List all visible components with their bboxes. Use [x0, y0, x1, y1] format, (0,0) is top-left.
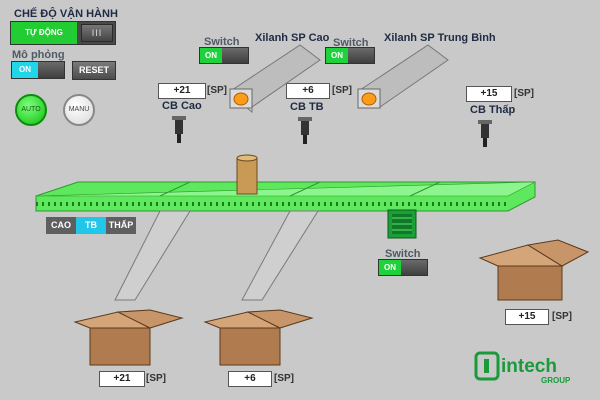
- sensor-low-label: CB Thấp: [470, 104, 516, 116]
- sensor-high-count: +21: [158, 83, 206, 99]
- box-high-icon: [73, 309, 184, 366]
- auto-button[interactable]: AUTO: [15, 94, 47, 126]
- box-mid-icon: [203, 309, 314, 366]
- chute-mid: [241, 210, 319, 301]
- product-item: [236, 154, 258, 195]
- motor-switch-title: Switch: [385, 248, 421, 260]
- manu-button[interactable]: MANU: [63, 94, 95, 126]
- logo-name: intech: [501, 356, 557, 377]
- mode-title: CHẾ ĐỘ VẬN HÀNH: [14, 8, 118, 20]
- cyl-high-switch[interactable]: ON: [199, 47, 249, 64]
- cyl-mid-switch-state: ON: [326, 48, 348, 63]
- bin-mid-unit: [SP]: [274, 373, 294, 384]
- cyl-mid-label: Xilanh SP Trung Bình: [384, 32, 496, 44]
- tab-thap[interactable]: THẤP: [106, 217, 136, 234]
- tab-tb[interactable]: TB: [76, 217, 106, 234]
- bin-low-unit: [SP]: [552, 311, 572, 322]
- sensor-high-label: CB Cao: [162, 100, 202, 112]
- sim-state: ON: [12, 62, 38, 78]
- sensor-low-icon: [478, 120, 492, 147]
- sensor-low-unit: [SP]: [514, 88, 534, 99]
- cyl-high-switch-state: ON: [200, 48, 222, 63]
- sensor-mid-icon: [298, 117, 312, 144]
- cylinder-mid-piston-icon: [361, 92, 377, 106]
- bin-high-count: +21: [99, 371, 145, 387]
- sim-toggle[interactable]: ON: [11, 61, 65, 79]
- reset-button[interactable]: RESET: [72, 61, 116, 80]
- bin-low-count: +15: [505, 309, 549, 325]
- motor-switch-state: ON: [379, 260, 401, 275]
- conveyor-belt: [35, 181, 536, 212]
- intech-logo: intech GROUP: [474, 351, 571, 385]
- cyl-high-label: Xilanh SP Cao: [255, 32, 330, 44]
- bin-mid-count: +6: [228, 371, 272, 387]
- tab-cao[interactable]: CAO: [46, 217, 76, 234]
- logo-sub: GROUP: [541, 376, 571, 385]
- sensor-mid-label: CB TB: [290, 101, 324, 113]
- cyl-high-switch-title: Switch: [204, 36, 240, 48]
- sensor-high-unit: [SP]: [207, 85, 227, 96]
- sim-title: Mô phỏng: [12, 49, 65, 61]
- motor-switch[interactable]: ON: [378, 259, 428, 276]
- mode-selector[interactable]: TỰ ĐỘNG III: [10, 21, 116, 45]
- box-low-icon: [478, 239, 590, 301]
- sensor-mid-unit: [SP]: [332, 85, 352, 96]
- motor-icon: [387, 209, 417, 239]
- mode-knob[interactable]: III: [81, 24, 113, 42]
- bin-high-unit: [SP]: [146, 373, 166, 384]
- sensor-mid-count: +6: [286, 83, 330, 99]
- cylinder-high-piston-icon: [233, 92, 249, 106]
- mode-value: TỰ ĐỘNG: [11, 22, 77, 44]
- cyl-mid-switch[interactable]: ON: [325, 47, 375, 64]
- sensor-high-icon: [172, 116, 186, 143]
- sensor-low-count: +15: [466, 86, 512, 102]
